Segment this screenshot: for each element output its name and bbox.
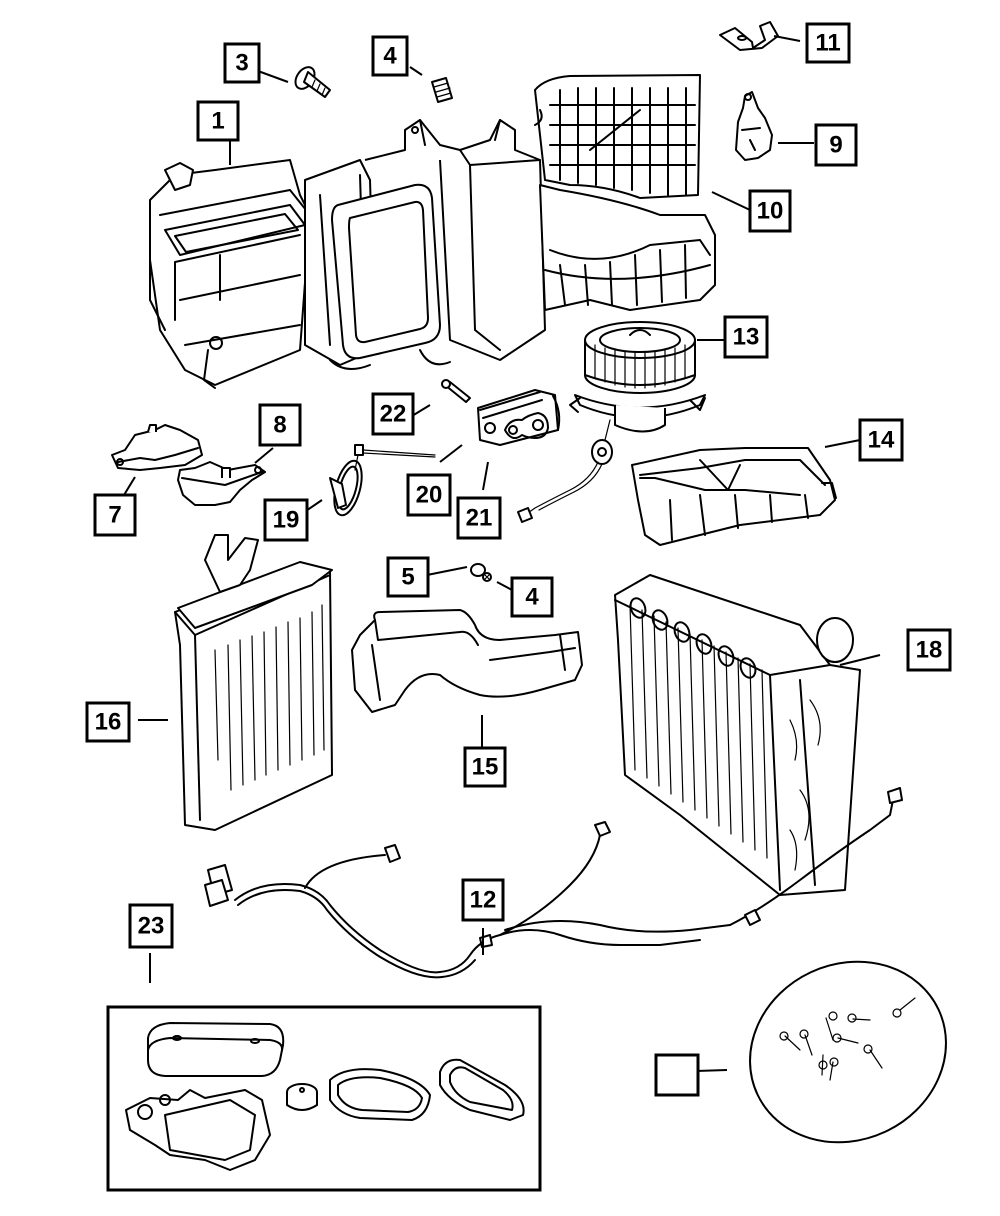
- actuator-6-drawing: [111, 424, 203, 471]
- callout-label: 4: [383, 43, 397, 70]
- callout-16: 18: [906, 628, 952, 672]
- callout-label: 11: [815, 30, 840, 57]
- wiring-harness-drawing: [204, 787, 903, 979]
- callout-label: 3: [235, 50, 248, 77]
- heater-core-drawing: [174, 534, 333, 831]
- leader-lines: [123, 35, 881, 1072]
- callout-label: 7: [108, 502, 121, 529]
- callout-20: 21: [456, 496, 502, 540]
- callout-label: 9: [829, 132, 842, 159]
- callout-3: 3: [223, 42, 261, 84]
- bracket-drawing: [719, 21, 779, 51]
- callout-label: 8: [273, 412, 286, 439]
- housing-cover-drawing: [631, 447, 837, 546]
- spring-drawing: [431, 77, 453, 103]
- callout-8: 9: [814, 123, 858, 167]
- callout-label: 14: [868, 427, 895, 454]
- callout-15: 16: [85, 701, 131, 743]
- callout-22: 23: [128, 903, 174, 949]
- callout-1: 1: [196, 100, 240, 142]
- evaporator-core-drawing: [614, 574, 861, 896]
- callout-10: 11: [805, 22, 851, 64]
- callout-label: 1: [211, 108, 224, 135]
- callout-6: 7: [93, 493, 137, 537]
- duct-drawing: [351, 609, 583, 713]
- callout-label: 18: [916, 637, 943, 664]
- temperature-sensor-drawing: [329, 444, 436, 517]
- callout-12: 13: [723, 315, 769, 359]
- callout-label: 10: [757, 198, 784, 225]
- callout-label: 5: [401, 564, 414, 591]
- callout-label: 22: [380, 401, 407, 428]
- callout-11: 12: [461, 878, 505, 922]
- callout-label: 16: [95, 709, 122, 736]
- callout-label: 19: [273, 507, 300, 534]
- expansion-valve-drawing: [441, 379, 561, 446]
- callout-label: 13: [733, 324, 760, 351]
- callout-23: [654, 1053, 700, 1097]
- push-pin-drawing: [294, 66, 331, 98]
- seal-kit-drawing: [106, 1005, 542, 1192]
- actuator-8-drawing: [735, 91, 773, 161]
- actuator-7-drawing: [177, 461, 266, 506]
- housing-assembly-drawing: [149, 119, 716, 389]
- callout-21: 22: [371, 392, 415, 436]
- callout-4-lower: 4: [510, 576, 554, 618]
- callout-13: 14: [858, 418, 904, 462]
- callout-14: 15: [463, 746, 507, 788]
- callout-label: 21: [466, 505, 493, 532]
- callout-18: 19: [263, 498, 309, 542]
- callout-label: 15: [472, 754, 499, 781]
- callout-4: 4: [371, 35, 409, 77]
- blower-motor-drawing: [517, 321, 706, 523]
- callout-7: 8: [258, 403, 302, 447]
- callout-label: 23: [138, 913, 165, 940]
- callout-9: 10: [748, 189, 792, 233]
- callout-label: 12: [470, 887, 497, 914]
- callout-5: 5: [386, 556, 430, 598]
- callout-label: 4: [525, 584, 539, 611]
- callout-19: 20: [406, 473, 452, 517]
- callout-label: 20: [416, 482, 443, 509]
- screw-kit-drawing: [749, 960, 947, 1144]
- recirc-housing-drawing: [534, 74, 701, 199]
- clip-nut-drawing: [470, 563, 492, 582]
